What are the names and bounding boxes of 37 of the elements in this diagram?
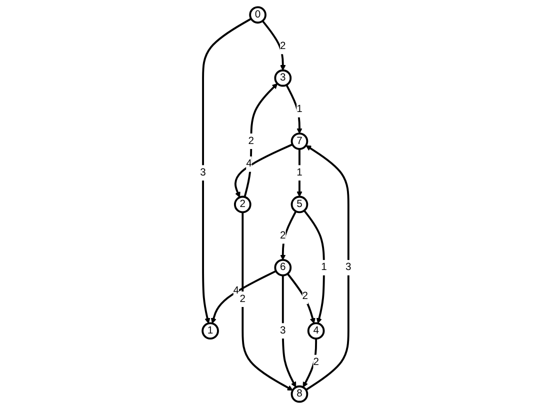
node-circle: 2 (234, 196, 252, 214)
node-circle: 4 (308, 322, 325, 340)
node-circle: 1 (202, 322, 220, 340)
edge-label: 1 (321, 262, 328, 273)
node-circle: 8 (291, 385, 308, 403)
edge-label: 1 (296, 167, 303, 178)
node-circle: 3 (274, 69, 292, 87)
arrow (282, 275, 296, 388)
arrow (303, 338, 318, 388)
arrow (244, 83, 278, 198)
edge-label: 4 (246, 158, 252, 170)
arrow (287, 273, 316, 324)
arrow (202, 18, 252, 324)
arrow (211, 270, 277, 324)
arrow (234, 144, 294, 198)
arrow (306, 145, 350, 391)
edge-label: 2 (313, 356, 320, 368)
edge-label: 2 (280, 230, 286, 242)
edge-label: 3 (280, 325, 286, 336)
arrow (280, 210, 298, 260)
edge-label: 1 (296, 104, 303, 115)
edge-label: 2 (302, 290, 308, 302)
edge-label: 2 (240, 293, 246, 304)
node-circle: 6 (274, 258, 292, 276)
edge-label: 4 (234, 284, 240, 296)
arrow (304, 210, 326, 324)
arrow (296, 149, 303, 198)
edge-label: 3 (200, 167, 206, 178)
arrow (242, 212, 294, 391)
node-circle: 0 (249, 6, 267, 24)
arrow (262, 20, 286, 71)
node-circle: 5 (291, 196, 308, 214)
edge-label: 3 (346, 262, 352, 273)
edge-label: 2 (280, 40, 286, 52)
arrow (286, 84, 303, 134)
node-circle: 7 (291, 132, 308, 150)
edge-label: 2 (248, 135, 254, 146)
